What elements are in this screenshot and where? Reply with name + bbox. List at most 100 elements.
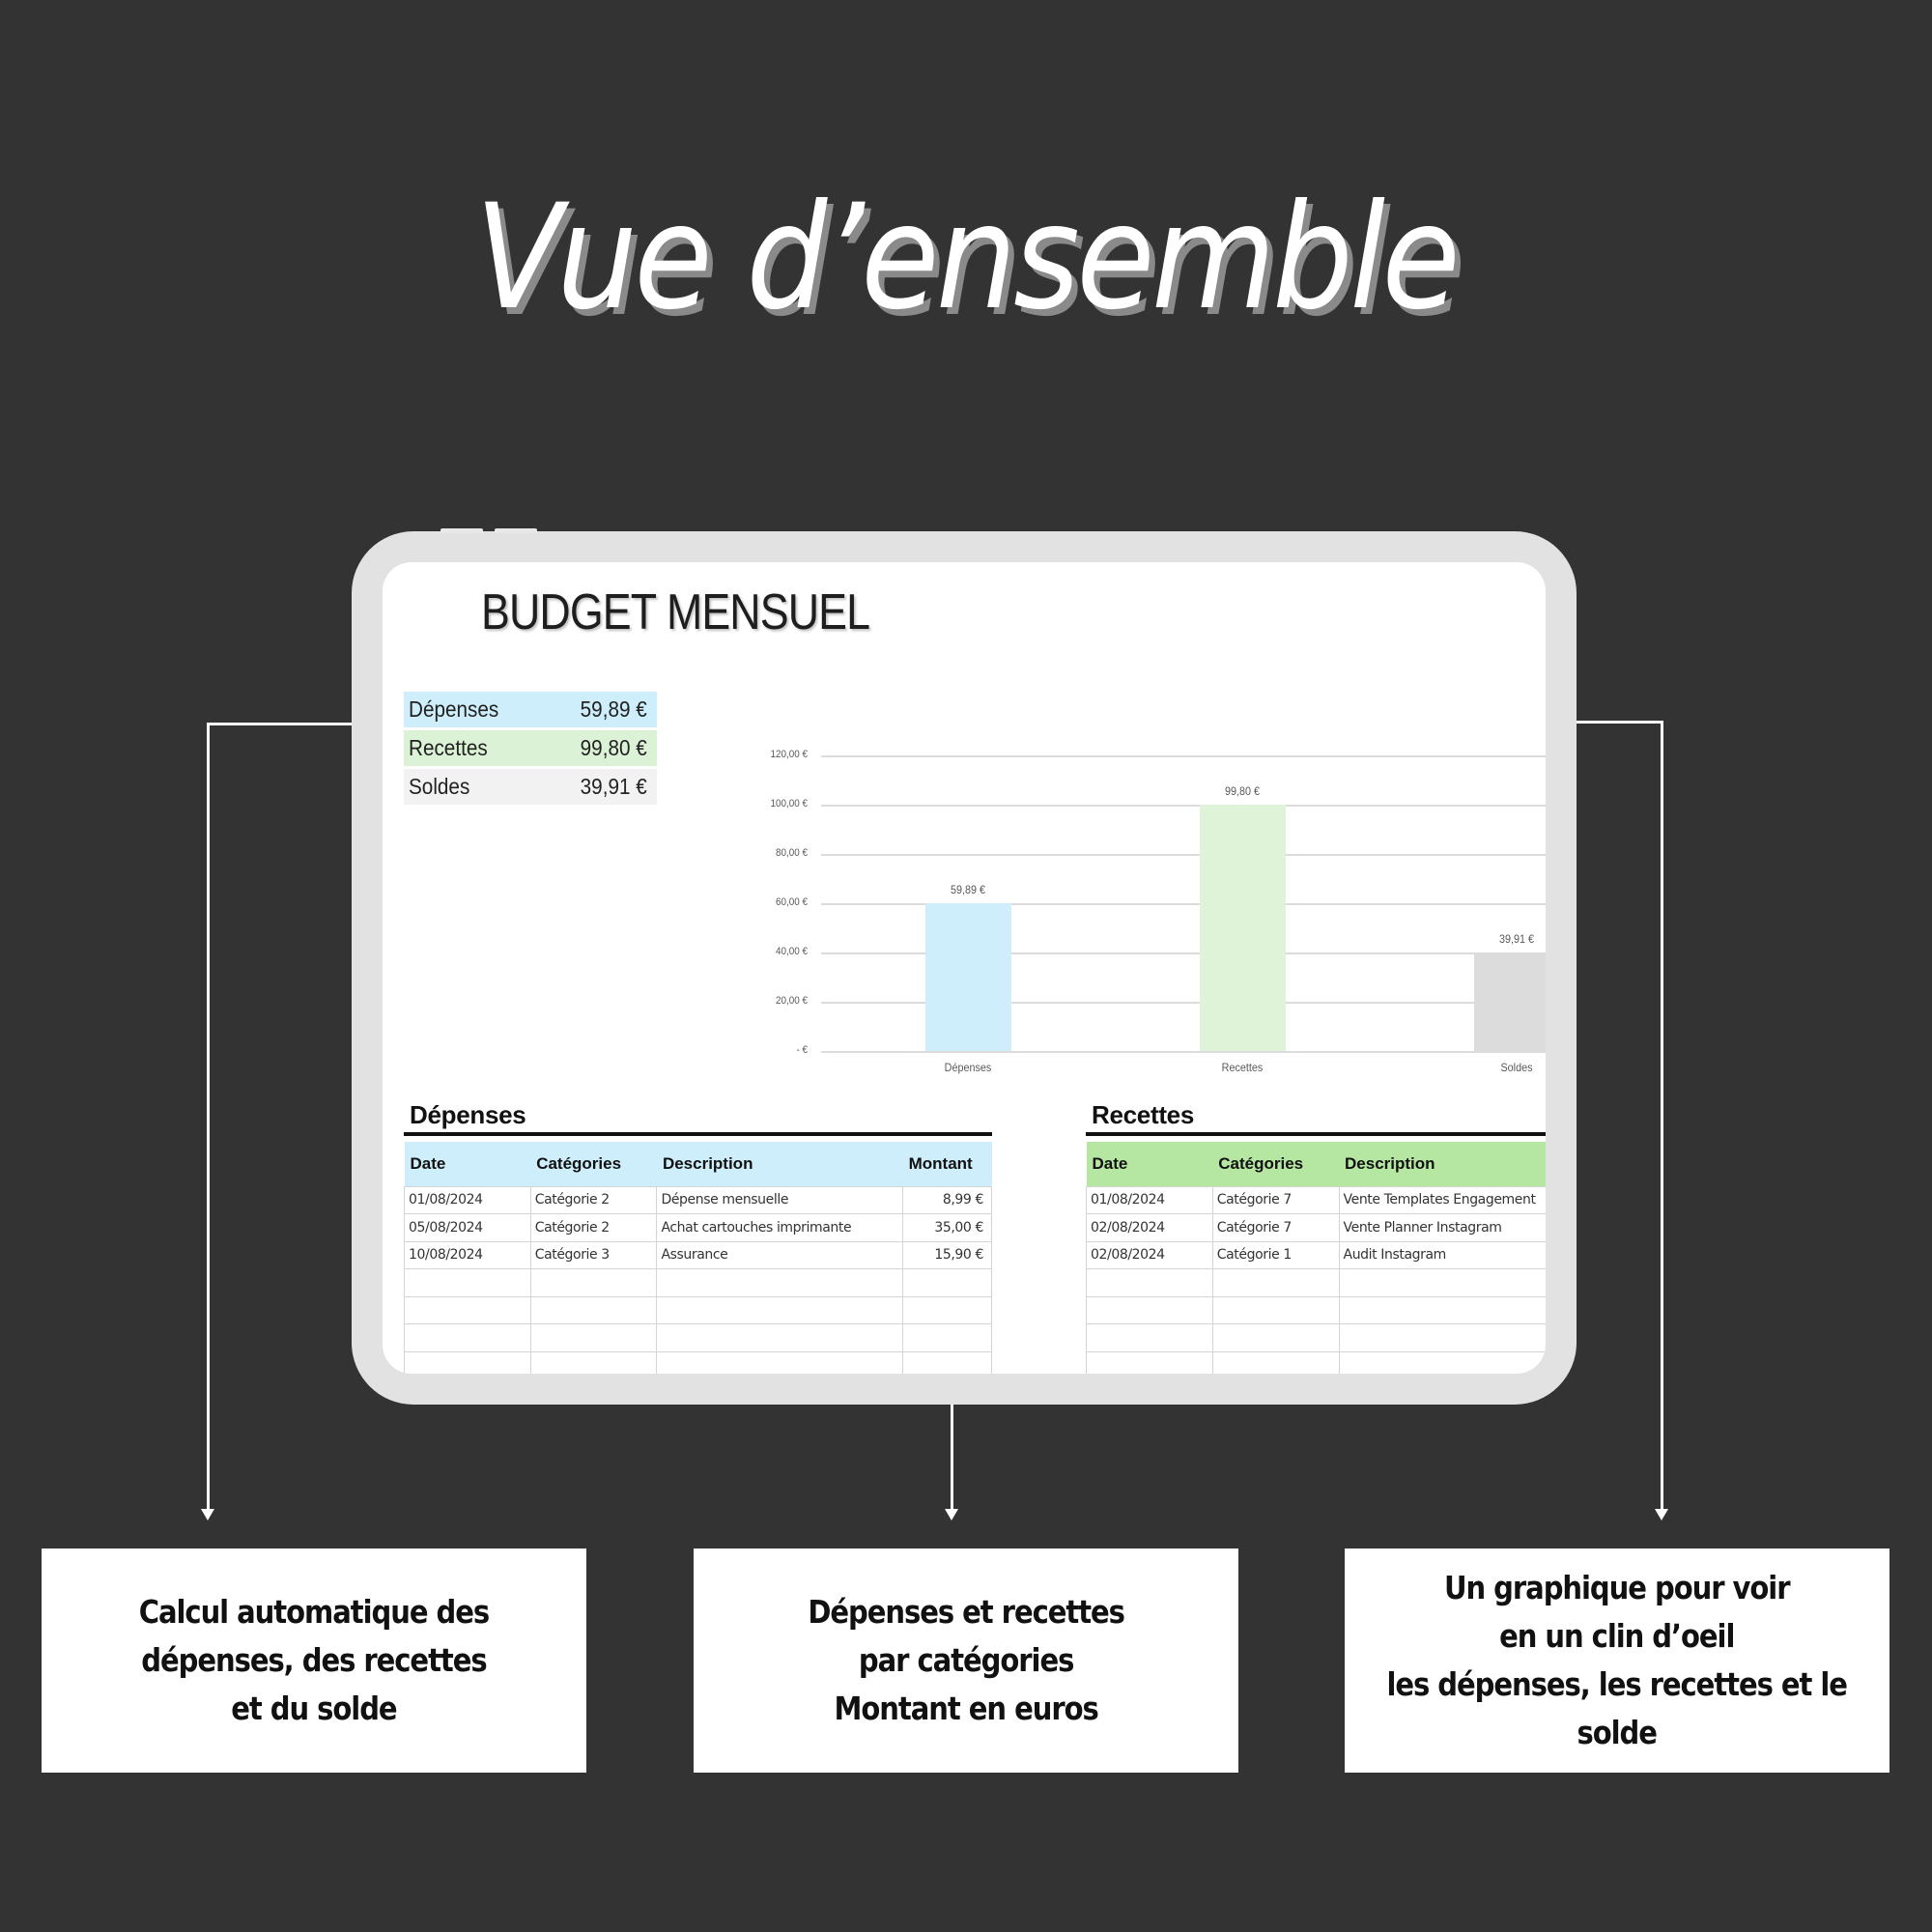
bar-value-label: 39,91 € [1498,932,1535,946]
cell-empty[interactable] [1086,1350,1213,1374]
cell-empty[interactable] [404,1350,531,1374]
column-header: Catégories [1218,1153,1304,1173]
callout-chart: Un graphique pour voir en un clin d’oeil… [1345,1548,1889,1773]
summary-row-soldes[interactable]: Soldes 39,91 € [404,769,657,805]
summary-row-recettes[interactable]: Recettes 99,80 € [404,730,657,766]
cell-date[interactable]: 01/08/2024 [404,1185,531,1214]
y-tick: 60,00 € [775,896,808,908]
cell-empty[interactable] [404,1295,531,1324]
cell-empty[interactable] [529,1295,658,1324]
summary-value: 39,91 € [580,774,647,799]
title-underline [1086,1132,1546,1136]
cell-empty[interactable] [1338,1295,1546,1324]
grid-line [821,1002,1546,1004]
cell-amount[interactable]: 8,99 € [902,1185,992,1214]
column-header: Description [1345,1153,1435,1173]
cell-empty[interactable] [902,1323,992,1352]
cell-description[interactable]: Achat cartouches imprimante [656,1213,904,1242]
y-tick: - € [796,1044,808,1056]
table-row-empty [404,1295,992,1324]
table-row-empty [404,1323,992,1352]
column-header: Date [1092,1153,1128,1173]
y-tick: 100,00 € [770,798,808,810]
y-tick: 40,00 € [775,946,808,957]
cell-date[interactable]: 02/08/2024 [1086,1240,1213,1269]
bar-depenses[interactable] [925,903,1011,1051]
cell-description[interactable]: Dépense mensuelle [656,1185,904,1214]
cell-empty[interactable] [902,1350,992,1374]
callout-text: Calcul automatique des dépenses, des rec… [138,1593,490,1727]
cell-amount[interactable]: 15,90 € [902,1240,992,1269]
summary-label: Dépenses [409,696,499,722]
x-axis-label: Recettes [1221,1061,1264,1074]
cell-date[interactable]: 10/08/2024 [404,1240,531,1269]
column-header: Description [662,1153,753,1173]
cell-empty[interactable] [529,1350,658,1374]
cell-empty[interactable] [656,1268,904,1297]
cell-empty[interactable] [1211,1268,1340,1297]
cell-empty[interactable] [656,1295,904,1324]
cell-empty[interactable] [1211,1350,1340,1374]
cell-empty[interactable] [529,1323,658,1352]
grid-line [821,952,1546,954]
cell-description[interactable]: Vente Templates Engagement [1338,1185,1546,1214]
callout-auto-calc: Calcul automatique des dépenses, des rec… [42,1548,586,1773]
table-row-empty [1086,1268,1546,1297]
table-row: 01/08/2024 Catégorie 7 Vente Templates E… [1086,1185,1546,1214]
table-row: 01/08/2024 Catégorie 2 Dépense mensuelle… [404,1185,992,1214]
spreadsheet-screen: BUDGET MENSUEL Dépenses 59,89 € Recettes… [383,562,1546,1374]
cell-category[interactable]: Catégorie 2 [529,1185,658,1214]
cell-empty[interactable] [529,1268,658,1297]
cell-empty[interactable] [902,1268,992,1297]
bar-value-label: 59,89 € [950,883,986,896]
title-underline [404,1132,992,1136]
cell-empty[interactable] [1338,1268,1546,1297]
column-header: Catégories [536,1153,622,1173]
cell-empty[interactable] [1211,1323,1340,1352]
cell-description[interactable]: Assurance [656,1240,904,1269]
table-row-empty [1086,1350,1546,1374]
cell-category[interactable]: Catégorie 3 [529,1240,658,1269]
table-row: 05/08/2024 Catégorie 2 Achat cartouches … [404,1213,992,1242]
depenses-table-block: Dépenses Date Catégories Description Mon… [404,1097,992,1374]
cell-empty[interactable] [404,1323,531,1352]
table-row: 02/08/2024 Catégorie 1 Audit Instagram [1086,1240,1546,1269]
cell-empty[interactable] [404,1268,531,1297]
summary-label: Soldes [409,774,470,799]
cell-category[interactable]: Catégorie 2 [529,1213,658,1242]
cell-empty[interactable] [1086,1268,1213,1297]
column-header: Montant [908,1153,973,1173]
cell-empty[interactable] [902,1295,992,1324]
cell-empty[interactable] [656,1323,904,1352]
cell-empty[interactable] [1086,1295,1213,1324]
grid-line [821,1051,1546,1053]
bar-chart: 120,00 € 100,00 € 80,00 € 60,00 € 40,00 … [750,688,1546,1074]
cell-empty[interactable] [1086,1323,1213,1352]
y-tick: 20,00 € [775,995,808,1007]
summary-table: Dépenses 59,89 € Recettes 99,80 € Soldes… [404,692,657,808]
cell-description[interactable]: Vente Planner Instagram [1338,1213,1546,1242]
tablet-button [495,528,537,533]
bar-soldes[interactable] [1474,952,1546,1051]
cell-category[interactable]: Catégorie 1 [1211,1240,1340,1269]
callout-text: Un graphique pour voir en un clin d’oeil… [1386,1569,1849,1751]
bar-recettes[interactable] [1200,805,1286,1051]
cell-category[interactable]: Catégorie 7 [1211,1185,1340,1214]
table-row-empty [404,1350,992,1374]
cell-amount[interactable]: 35,00 € [902,1213,992,1242]
cell-empty[interactable] [656,1350,904,1374]
cell-empty[interactable] [1338,1323,1546,1352]
cell-description[interactable]: Audit Instagram [1338,1240,1546,1269]
depenses-title: Dépenses [410,1100,526,1129]
callout-text: Dépenses et recettes par catégories Mont… [808,1593,1125,1727]
table-row-empty [1086,1323,1546,1352]
table-header-row: Date Catégories Description Montant [404,1142,992,1186]
cell-empty[interactable] [1211,1295,1340,1324]
cell-date[interactable]: 05/08/2024 [404,1213,531,1242]
cell-empty[interactable] [1338,1350,1546,1374]
cell-date[interactable]: 01/08/2024 [1086,1185,1213,1214]
cell-category[interactable]: Catégorie 7 [1211,1213,1340,1242]
grid-line [821,854,1546,856]
summary-row-depenses[interactable]: Dépenses 59,89 € [404,692,657,727]
cell-date[interactable]: 02/08/2024 [1086,1213,1213,1242]
